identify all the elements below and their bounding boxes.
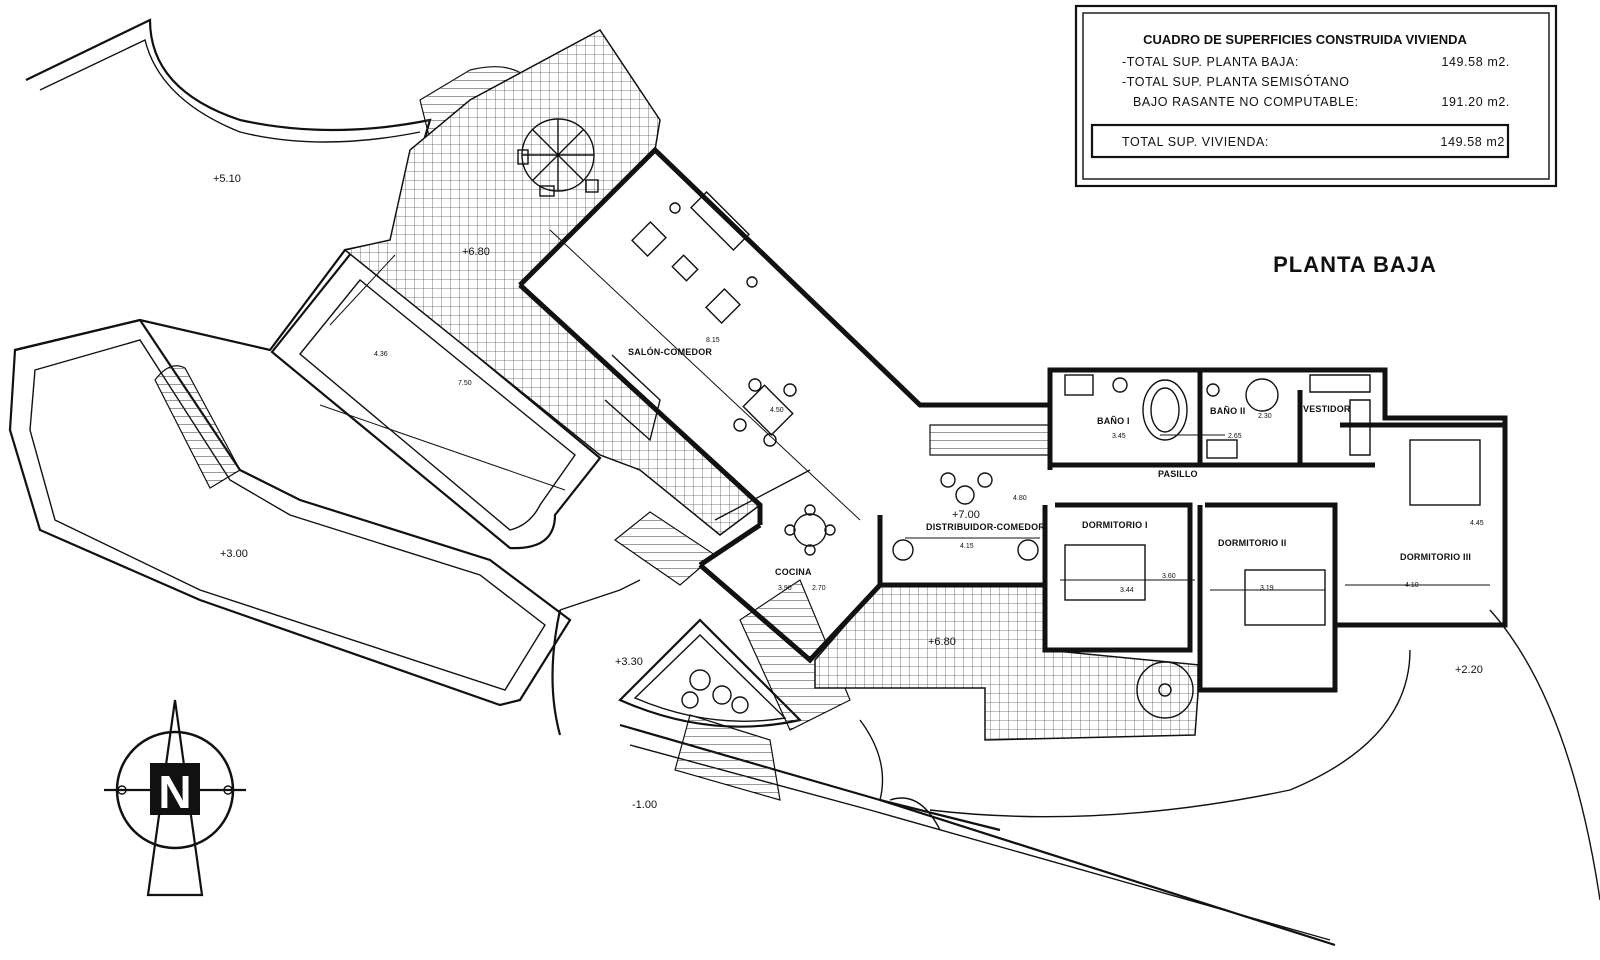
dim-cocina-b: 2.70 [812,585,826,592]
room-label-dorm3: DORMITORIO III [1400,552,1471,562]
room-labels: SALÓN-COMEDOR COCINA DISTRIBUIDOR-COMEDO… [628,346,1471,577]
building-walls [518,146,1508,693]
dim-dorm1-width: 3.44 [1120,587,1134,594]
room-label-pasillo: PASILLO [1158,469,1198,479]
summary-row-3-label: BAJO RASANTE NO COMPUTABLE: [1133,95,1359,109]
dim-dorm2-width: 3.19 [1260,585,1274,592]
room-label-vestidor: VESTIDOR [1303,404,1351,414]
dim-dist-width: 4.15 [960,543,974,550]
summary-total-label: TOTAL SUP. VIVIENDA: [1122,135,1269,149]
level-220: +2.20 [1455,664,1483,676]
summary-total-value: 149.58 m2 [1441,135,1505,149]
furniture [517,118,1481,719]
dim-dorm3-height: 4.45 [1470,520,1484,527]
dim-dorm1-height: 3.60 [1162,573,1176,580]
dim-dorm3-width: 4.10 [1405,582,1419,589]
dim-bano2-h: 2.30 [1258,413,1272,420]
level-510: +5.10 [213,173,241,185]
dim-cocina-a: 3.90 [778,585,792,592]
dim-bano1: 3.45 [1112,433,1126,440]
room-label-salon: SALÓN-COMEDOR [628,346,712,357]
level-markers: +5.10 +6.80 +3.00 +3.30 +7.00 +6.80 +2.2… [213,173,1483,811]
dim-dist-height: 4.80 [1013,495,1027,502]
level-700: +7.00 [952,509,980,521]
room-label-dorm1: DORMITORIO I [1082,520,1148,530]
level-minus-100: -1.00 [632,799,657,811]
level-680-lower: +6.80 [928,636,956,648]
summary-row-1-label: -TOTAL SUP. PLANTA BAJA: [1122,55,1299,69]
dim-salon-width: 4.50 [770,407,784,414]
parasol-icon [517,118,599,197]
north-letter: N [158,766,191,818]
lower-terrace-tiles [814,584,1201,741]
summary-table: CUADRO DE SUPERFICIES CONSTRUIDA VIVIEND… [1074,4,1558,188]
dimension-lines [319,229,1490,591]
room-label-bano1: BAÑO I [1097,416,1130,426]
dim-pool-length: 7.50 [458,380,472,387]
room-label-dorm2: DORMITORIO II [1218,538,1286,548]
summary-table-title: CUADRO DE SUPERFICIES CONSTRUIDA VIVIEND… [1143,32,1467,47]
site-outline [8,18,1600,947]
dim-bano2: 2.65 [1228,433,1242,440]
plan-title: PLANTA BAJA [1273,252,1437,277]
room-label-cocina: COCINA [775,567,812,577]
summary-row-3-value: 191.20 m2. [1441,95,1510,109]
summary-row-2-label: -TOTAL SUP. PLANTA SEMISÓTANO [1122,74,1350,89]
room-label-distribuidor: DISTRIBUIDOR-COMEDOR [926,522,1045,532]
upper-terrace-tiles [343,29,762,536]
dim-pool-width: 4.36 [374,351,388,358]
dim-salon-length: 8.15 [706,337,720,344]
level-680-upper: +6.80 [462,246,490,258]
room-label-bano2: BAÑO II [1210,406,1245,416]
north-arrow-icon: N [104,699,246,897]
dimension-labels: 8.15 4.50 4.36 7.50 3.45 2.65 2.30 4.15 … [374,337,1484,594]
summary-row-1-value: 149.58 m2. [1441,55,1510,69]
level-330: +3.30 [615,656,643,668]
level-300: +3.00 [220,548,248,560]
